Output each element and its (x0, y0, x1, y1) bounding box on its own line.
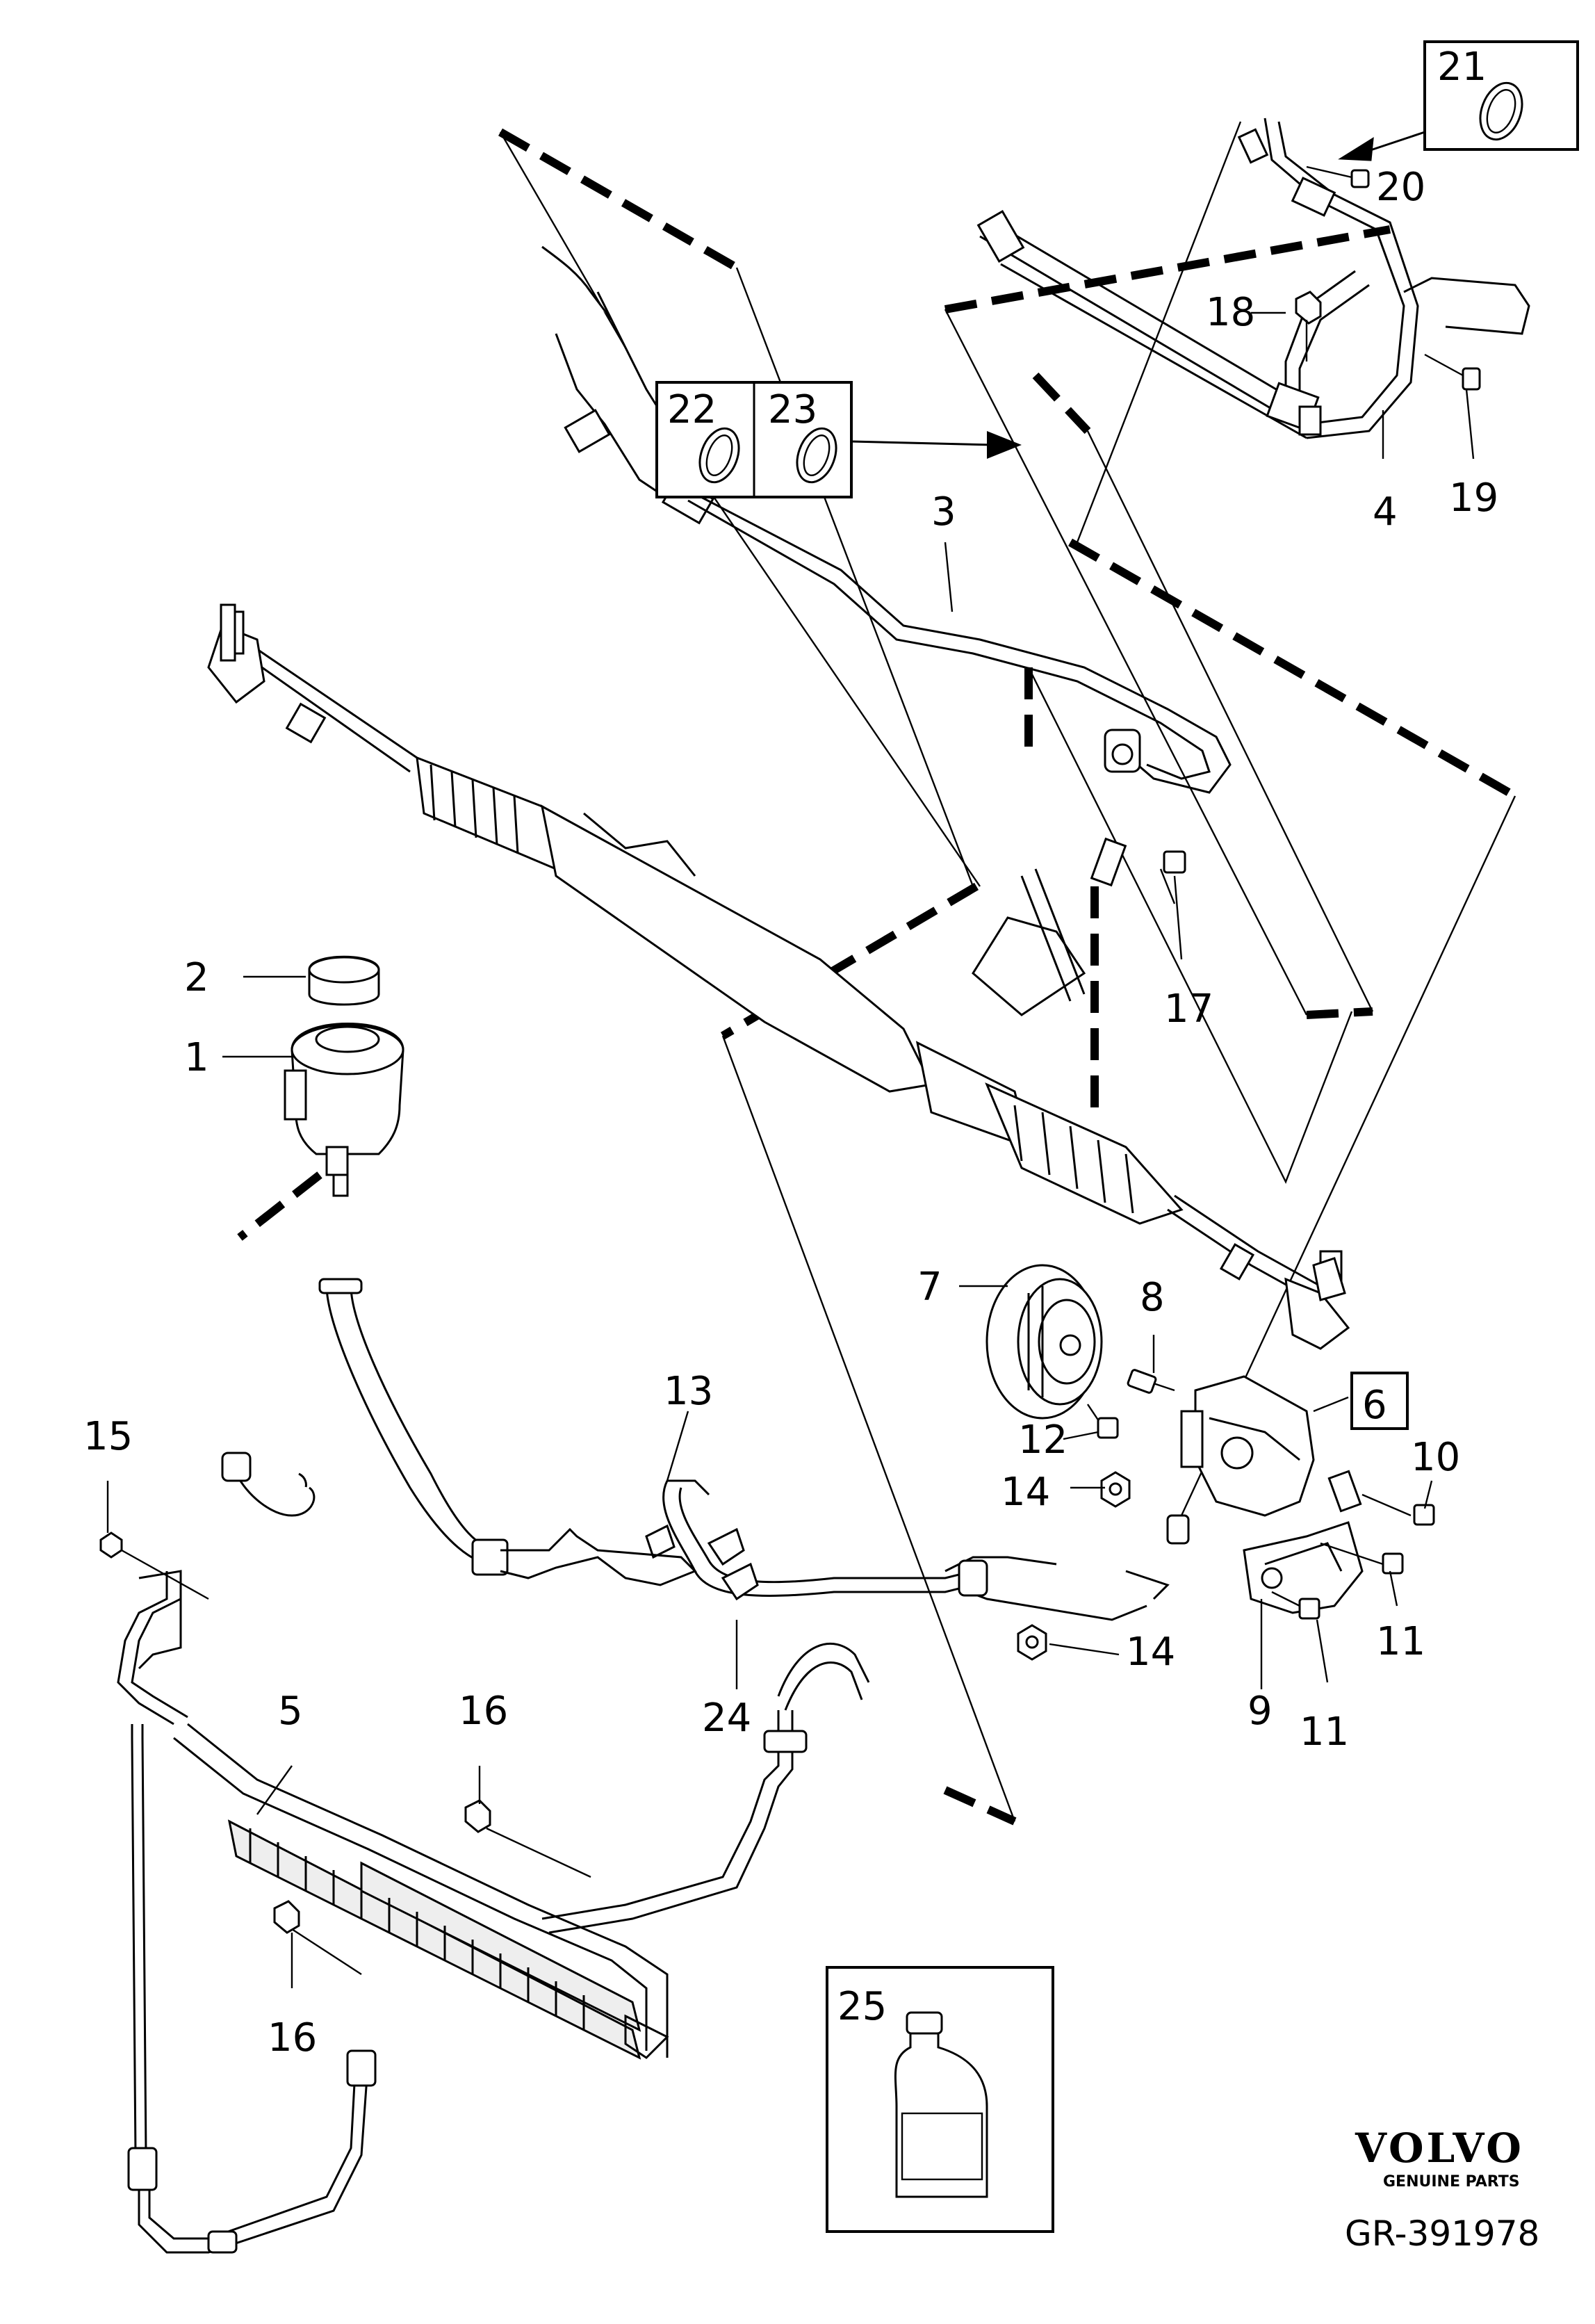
cooler-pipe-upper-right (976, 117, 1530, 439)
diagram-code: GR-391978 (1345, 2213, 1539, 2254)
return-pipe-upper (541, 245, 1232, 794)
callout-14-upper: 14 (1001, 1470, 1050, 1515)
pump-pulley (985, 1264, 1103, 1420)
return-hose-left (117, 1452, 377, 2254)
callout-8: 8 (1140, 1275, 1165, 1320)
seal-kit-box-21 (1338, 40, 1579, 161)
pump-bracket (1243, 1470, 1364, 1614)
bolt-8 (1127, 1369, 1175, 1394)
callout-17: 17 (1164, 986, 1213, 1032)
callout-16-upper: 16 (459, 1689, 508, 1734)
dashed-boundary-lines (237, 128, 1517, 1826)
callout-14-lower: 14 (1126, 1630, 1175, 1675)
callout-24: 24 (702, 1696, 751, 1741)
callout-10: 10 (1411, 1435, 1460, 1480)
seal-kit-box-22-23 (655, 381, 1022, 498)
bolts (1087, 850, 1435, 1620)
brand-block: VOLVO GENUINE PARTS GR-391978 (1345, 2124, 1539, 2254)
callout-21: 21 (1437, 44, 1487, 90)
tie-rod-ends (220, 603, 1346, 1301)
callout-12: 12 (1018, 1417, 1068, 1463)
genuine-parts-label: GENUINE PARTS (1383, 2173, 1520, 2191)
callout-2: 2 (184, 955, 209, 1000)
callout-11-upper: 11 (1376, 1619, 1425, 1664)
callout-25: 25 (837, 1984, 887, 2029)
power-steering-pump (1166, 1375, 1315, 1545)
fluid-reservoir (284, 955, 404, 1197)
callout-15: 15 (83, 1414, 133, 1459)
volvo-logo: VOLVO (1355, 2124, 1524, 2172)
callout-5: 5 (278, 1689, 303, 1734)
callout-4: 4 (1373, 489, 1398, 535)
fluid-bottle-box-25 (826, 1966, 1054, 2233)
callout-6: 6 (1362, 1383, 1387, 1428)
nuts-14 (1017, 1471, 1131, 1661)
pump-box-6 (1350, 1372, 1409, 1430)
callout-1: 1 (184, 1035, 209, 1080)
small-fittings (99, 165, 1481, 1976)
callout-22: 22 (667, 387, 717, 432)
callout-9: 9 (1248, 1689, 1273, 1734)
pressure-hose (645, 1479, 1170, 1621)
callout-13: 13 (664, 1369, 713, 1414)
callout-7: 7 (917, 1265, 942, 1310)
callout-18: 18 (1206, 290, 1255, 335)
oil-cooler (173, 1723, 669, 2060)
clamp-hose-24 (541, 1643, 870, 1934)
callout-23: 23 (768, 387, 817, 432)
callout-3: 3 (931, 489, 956, 535)
callout-19: 19 (1449, 476, 1498, 521)
callout-11-lower: 11 (1300, 1709, 1349, 1755)
callout-20: 20 (1376, 165, 1425, 210)
callout-numbers: 2 1 3 4 19 18 20 21 22 23 17 7 8 6 10 11… (83, 44, 1498, 2061)
supply-hose (318, 1278, 697, 1586)
callout-leader-lines (106, 311, 1475, 1988)
callout-16-lower: 16 (268, 2015, 317, 2061)
